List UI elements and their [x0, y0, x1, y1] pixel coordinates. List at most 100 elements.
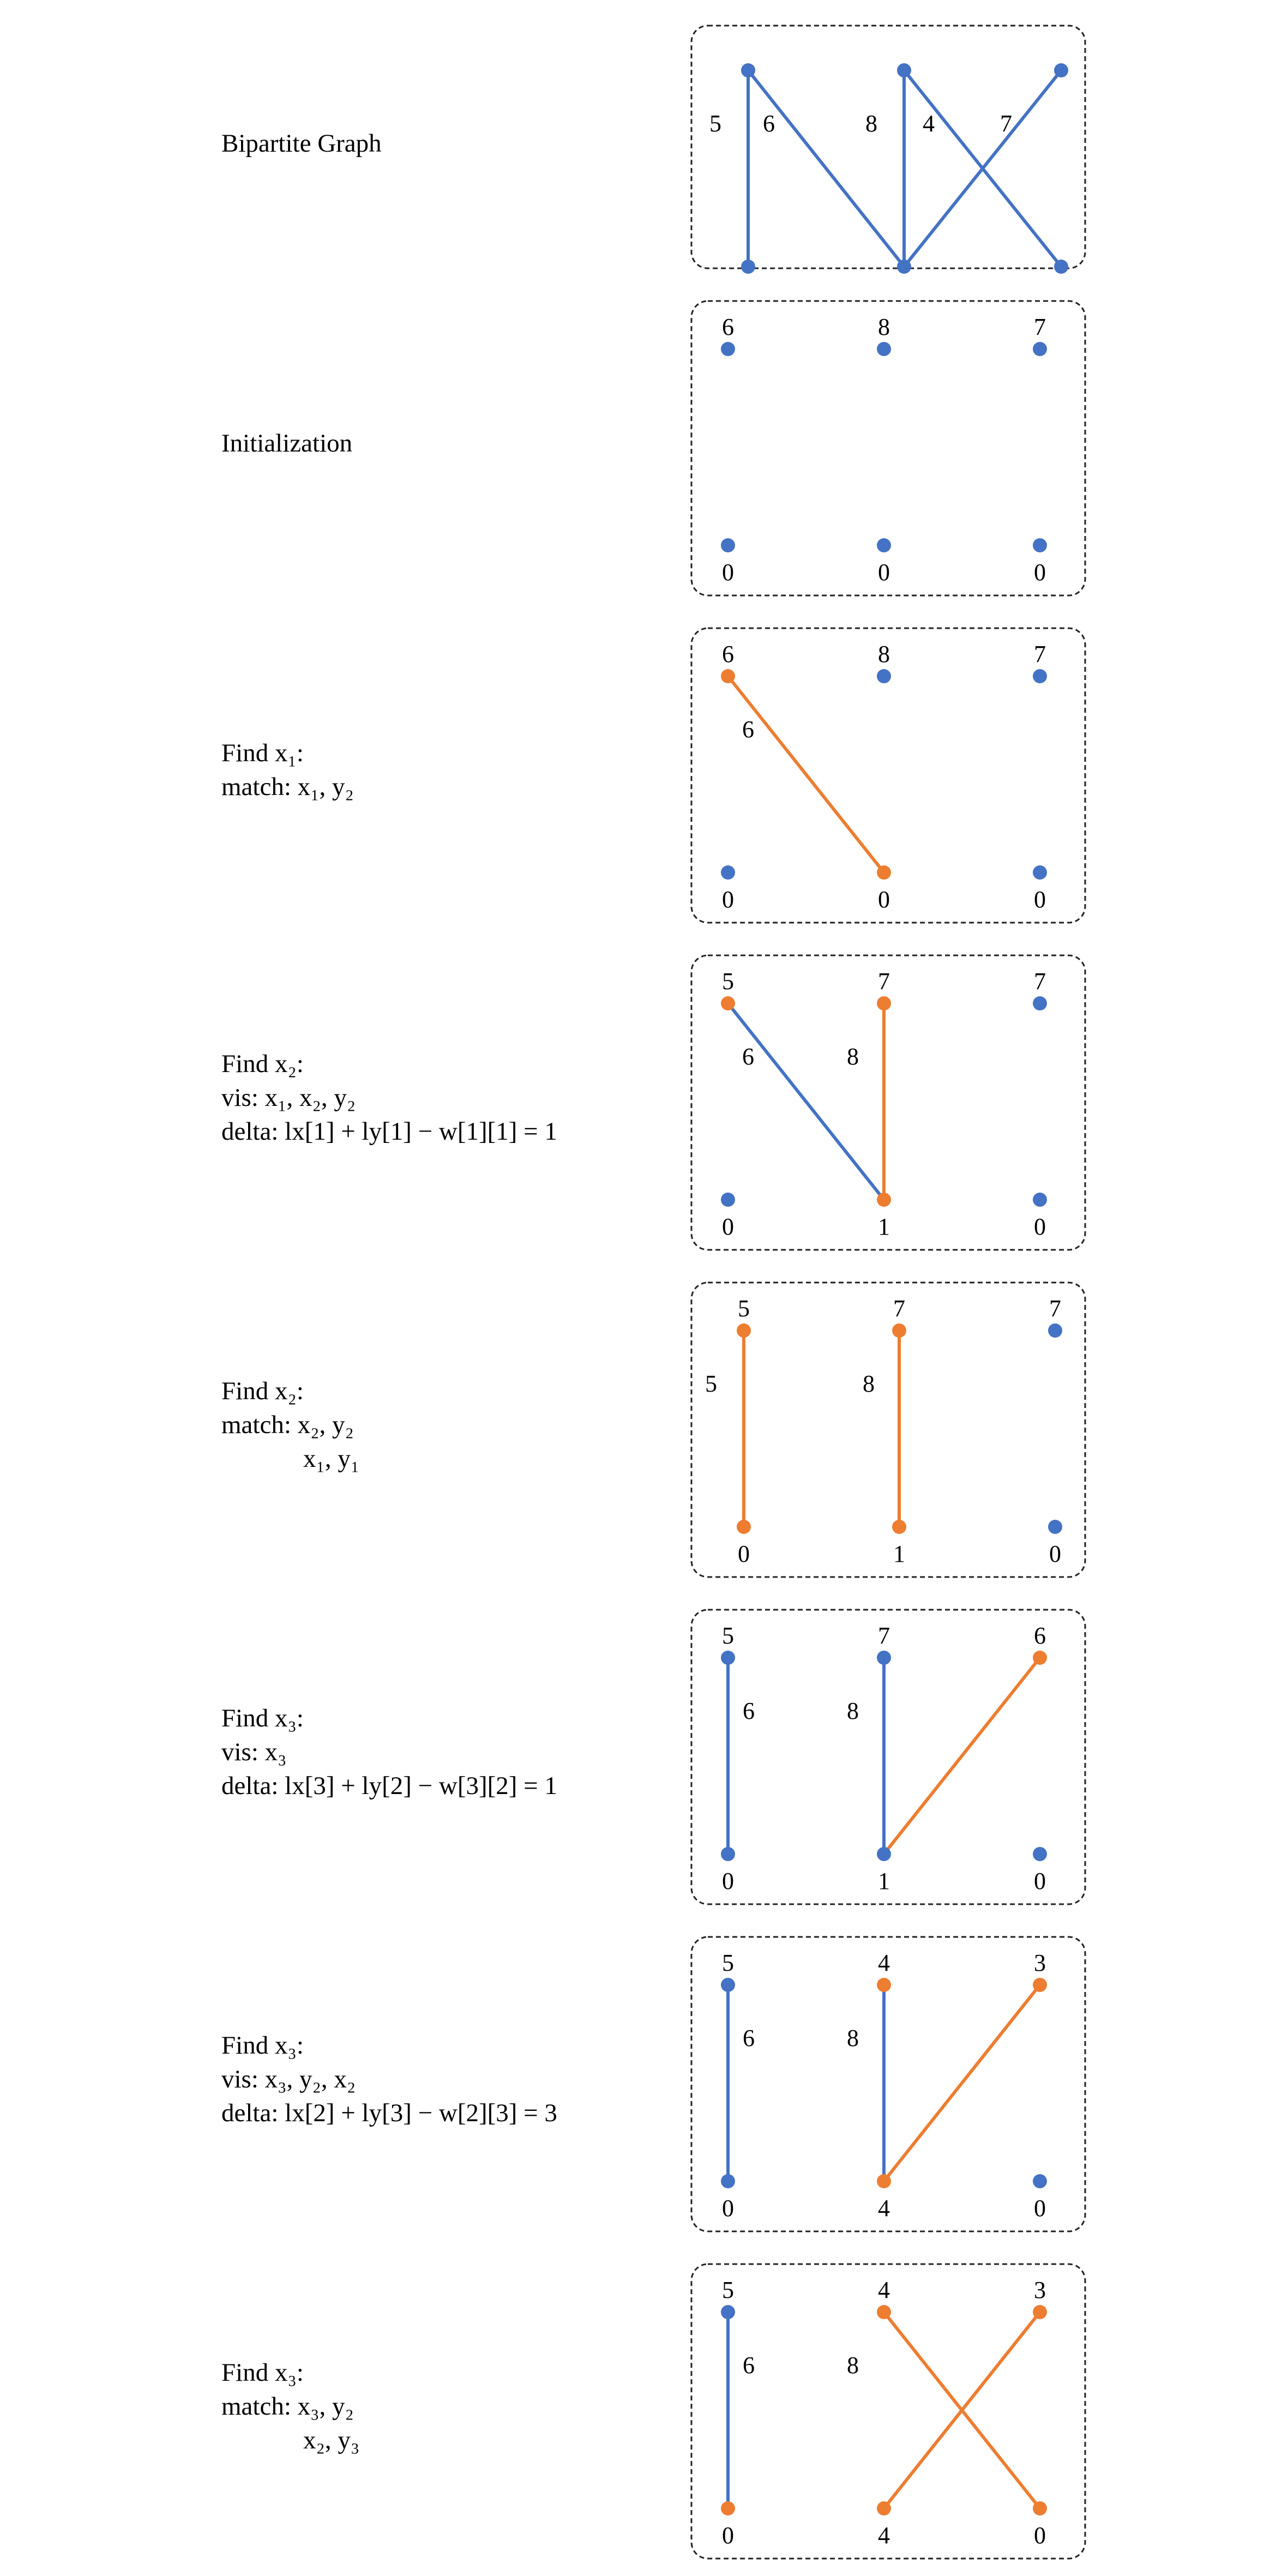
step-match-cont: x₂, y₃: [303, 2426, 360, 2454]
top-vertex-label: 5: [722, 2277, 734, 2303]
bottom-vertex-label: 0: [722, 886, 734, 913]
edge-weight-label: 8: [847, 2025, 859, 2051]
step-match: match: x₃, y₂: [221, 2392, 354, 2421]
node-x2: [877, 2305, 891, 2319]
node-y3: [1033, 538, 1047, 552]
step-match: match: x₂, y₂: [221, 1411, 354, 1439]
node-y1: [737, 1520, 751, 1534]
panel-frame: [690, 627, 1086, 924]
node-x1: [721, 1978, 735, 1992]
step-match: match: x₁, y₂: [221, 773, 354, 801]
bottom-vertex-label: 0: [1034, 1868, 1046, 1894]
node-y3: [1033, 865, 1047, 880]
step-text-find-x2-vis: Find x₂: vis: x₁, x₂, y₂ delta: lx[1] + …: [221, 1047, 557, 1148]
top-vertex-label: 3: [1034, 2277, 1046, 2303]
bottom-vertex-label: 0: [1034, 1213, 1046, 1240]
node-x2: [897, 63, 911, 77]
top-vertex-label: 7: [1049, 1295, 1061, 1322]
node-x3: [1048, 1323, 1062, 1338]
step-title: Initialization: [221, 429, 353, 458]
bottom-vertex-label: 1: [878, 1868, 890, 1894]
node-y3: [1033, 2501, 1047, 2515]
node-y1: [721, 2501, 735, 2515]
top-vertex-label: 7: [878, 1622, 890, 1649]
edge-weight-label: 6: [743, 2352, 755, 2379]
step-text-initialization: Initialization: [221, 426, 352, 460]
edge-weight-label: 6: [742, 1043, 754, 1070]
node-x2: [877, 996, 891, 1010]
edge: [882, 2311, 1042, 2509]
bottom-vertex-label: 0: [1034, 559, 1046, 586]
edge: [882, 1657, 1042, 1855]
top-vertex-label: 7: [1034, 641, 1046, 667]
step-title: Find x₃:: [221, 2358, 304, 2387]
step-title: Find x₂:: [221, 1050, 304, 1078]
bottom-vertex-label: 0: [722, 2195, 734, 2222]
node-y1: [721, 538, 735, 552]
bottom-vertex-label: 4: [878, 2522, 890, 2549]
node-x3: [1033, 669, 1047, 683]
bottom-vertex-label: 0: [722, 2522, 734, 2549]
node-y2: [877, 865, 891, 880]
node-x2: [892, 1323, 906, 1338]
step-title: Bipartite Graph: [221, 129, 382, 158]
edge-weight-label: 8: [847, 2352, 859, 2379]
node-x1: [737, 1323, 751, 1338]
top-vertex-label: 7: [1034, 968, 1046, 995]
bottom-vertex-label: 0: [878, 886, 890, 913]
top-vertex-label: 4: [878, 2277, 890, 2303]
node-x1: [741, 63, 755, 77]
edge: [882, 1984, 1042, 2182]
top-vertex-label: 4: [878, 1949, 890, 1976]
top-vertex-label: 8: [878, 314, 890, 340]
top-vertex-label: 5: [722, 1949, 734, 1976]
panel-frame: [690, 2263, 1086, 2560]
top-vertex-label: 5: [738, 1295, 750, 1322]
edge-weight-label: 8: [847, 1698, 859, 1724]
node-y3: [1033, 1193, 1047, 1207]
node-y2: [877, 1847, 891, 1861]
bottom-vertex-label: 0: [1034, 2522, 1046, 2549]
step-text-find-x3-match: Find x₃: match: x₃, y₂ x₂, y₃: [221, 2356, 359, 2457]
step-title: Find x₃:: [221, 2031, 304, 2060]
node-y1: [721, 2174, 735, 2188]
bottom-vertex-label: 0: [1034, 886, 1046, 913]
node-x2: [877, 1978, 891, 1992]
node-x1: [721, 2305, 735, 2319]
top-vertex-label: 5: [722, 1622, 734, 1649]
panel-frame: [690, 1281, 1086, 1578]
top-vertex-label: 3: [1034, 1949, 1046, 1976]
step-delta: delta: lx[1] + ly[1] − w[1][1] = 1: [221, 1117, 557, 1146]
bottom-vertex-label: 0: [722, 1213, 734, 1240]
node-y3: [1033, 1847, 1047, 1861]
node-x3: [1033, 2305, 1047, 2319]
edge: [902, 69, 1063, 268]
panel-frame: [690, 1936, 1086, 2232]
node-y2: [877, 2174, 891, 2188]
node-y2: [877, 1193, 891, 1207]
top-vertex-label: 7: [1034, 314, 1046, 340]
node-x1: [721, 996, 735, 1010]
node-x3: [1054, 63, 1068, 77]
bottom-vertex-label: 0: [1034, 2195, 1046, 2222]
edge: [726, 1002, 886, 1201]
node-y2: [897, 260, 911, 274]
bottom-vertex-label: 0: [1049, 1540, 1061, 1567]
bottom-vertex-label: 1: [893, 1540, 905, 1567]
edge-weight-label: 8: [865, 110, 877, 137]
panel-frame: [690, 954, 1086, 1251]
edge-weight-label: 6: [742, 716, 754, 743]
step-vis: vis: x₃, y₂, x₂: [221, 2065, 356, 2093]
step-match-cont: x₁, y₁: [303, 1445, 360, 1473]
node-y3: [1033, 2174, 1047, 2188]
edge-weight-label: 5: [709, 110, 721, 137]
step-text-find-x2-match: Find x₂: match: x₂, y₂ x₁, y₁: [221, 1374, 359, 1476]
bottom-vertex-label: 0: [722, 559, 734, 586]
bottom-vertex-label: 1: [878, 1213, 890, 1240]
node-y2: [892, 1520, 906, 1534]
step-title: Find x₂:: [221, 1377, 304, 1405]
node-y1: [721, 865, 735, 880]
node-x1: [721, 1651, 735, 1665]
top-vertex-label: 8: [878, 641, 890, 667]
